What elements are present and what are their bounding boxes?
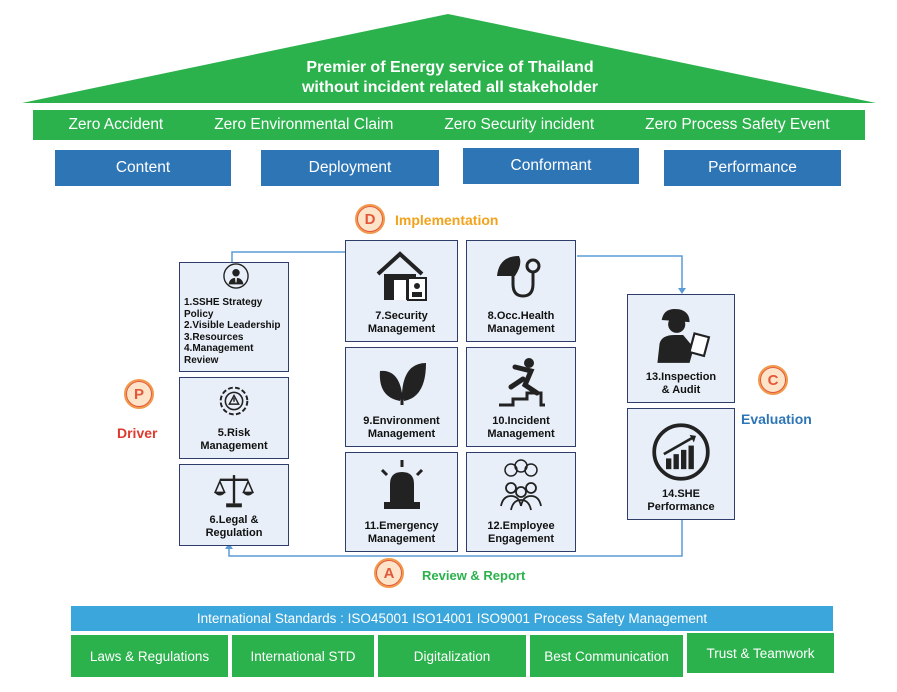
module-11-label: 11.Emergency Management: [364, 520, 439, 545]
fall-incident-icon: [499, 358, 545, 407]
vision-statement: Premier of Energy service of Thailand wi…: [220, 58, 680, 98]
module-5-label: 5.Risk Management: [200, 427, 268, 452]
phase-a-badge: A: [374, 558, 404, 588]
emergency-siren-icon: [380, 460, 423, 509]
module-7-box: 7.Security Management: [345, 240, 458, 342]
module-12-label: 12.Employee Engagement: [487, 520, 555, 545]
foundation-trust: Trust & Teamwork: [687, 633, 834, 673]
phase-a-label: Review & Report: [422, 568, 526, 583]
stethoscope-icon: [497, 256, 541, 298]
scales-icon: [213, 475, 255, 508]
module-13-box: 13.Inspection & Audit: [627, 294, 735, 403]
phase-c-letter: C: [760, 367, 786, 393]
growth-chart-icon: [652, 423, 710, 481]
security-house-icon: [376, 251, 427, 301]
module-9-label: 9.Environment Management: [363, 415, 440, 440]
standards-bar: International Standards : ISO45001 ISO14…: [71, 606, 833, 631]
gear-warning-icon: [219, 386, 249, 416]
module-8-label: 8.Occ.Health Management: [487, 310, 555, 335]
module-11-box: 11.Emergency Management: [345, 452, 458, 552]
foundation-communication: Best Communication: [530, 635, 683, 677]
phase-c-label: Evaluation: [741, 411, 812, 427]
module-8-box: 8.Occ.Health Management: [466, 240, 576, 342]
vision-line-1: Premier of Energy service of Thailand: [306, 59, 594, 76]
module-10-label: 10.Incident Management: [487, 415, 555, 440]
foundation-laws: Laws & Regulations: [71, 635, 228, 677]
phase-d-label: Implementation: [395, 212, 499, 228]
pillar-performance: Performance: [664, 150, 841, 186]
phase-d-letter: D: [357, 206, 383, 232]
module-13-label: 13.Inspection & Audit: [645, 371, 717, 396]
phase-d-badge: D: [355, 204, 385, 234]
phase-p-badge: P: [124, 379, 154, 409]
foundation-digitalization: Digitalization: [378, 635, 526, 677]
pillar-content: Content: [55, 150, 231, 186]
team-engagement-icon: [500, 459, 542, 511]
phase-a-letter: A: [376, 560, 402, 586]
pillar-deployment: Deployment: [261, 150, 439, 186]
module-10-box: 10.Incident Management: [466, 347, 576, 447]
module-6-box: 6.Legal & Regulation: [179, 464, 289, 546]
zero-target: Zero Accident: [68, 116, 164, 133]
foundation-intl-std: International STD: [232, 635, 374, 677]
zero-target: Zero Environmental Claim: [214, 116, 394, 133]
module-14-label: 14.SHE Performance: [647, 488, 715, 513]
pillar-conformant: Conformant: [463, 148, 639, 184]
module-6-label: 6.Legal & Regulation: [205, 514, 263, 539]
module-5-box: 5.Risk Management: [179, 377, 289, 459]
inspector-icon: [657, 308, 711, 363]
zero-target: Zero Security incident: [444, 116, 595, 133]
phase-p-label: Driver: [117, 425, 158, 441]
phase-c-badge: C: [758, 365, 788, 395]
zero-target: Zero Process Safety Event: [645, 116, 830, 133]
module-1-4-box: 1.SSHE Strategy Policy 2.Visible Leaders…: [179, 262, 289, 372]
module-1-4-label: 1.SSHE Strategy Policy 2.Visible Leaders…: [184, 297, 281, 366]
leader-icon: [223, 263, 249, 289]
vision-line-2: without incident related all stakeholder: [301, 79, 599, 96]
roof-shape: [22, 14, 876, 103]
module-12-box: 12.Employee Engagement: [466, 452, 576, 552]
phase-p-letter: P: [126, 381, 152, 407]
module-9-box: 9.Environment Management: [345, 347, 458, 447]
zero-targets-bar: Zero Accident Zero Environmental Claim Z…: [33, 110, 865, 140]
module-14-box: 14.SHE Performance: [627, 408, 735, 520]
module-7-label: 7.Security Management: [367, 310, 436, 335]
leaves-icon: [379, 363, 426, 405]
